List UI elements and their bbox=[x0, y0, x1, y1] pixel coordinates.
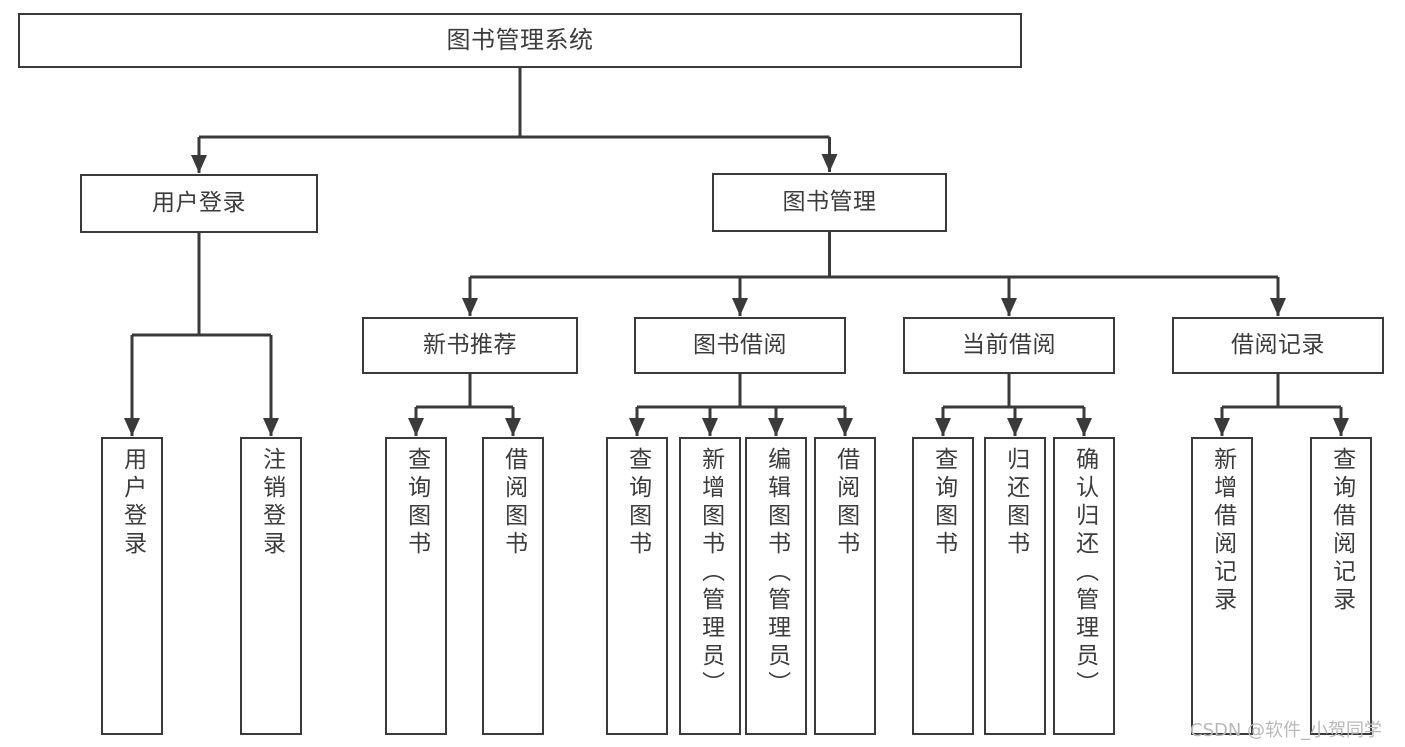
node-leaf_bor3[interactable]: 编辑图书（管理员） bbox=[745, 437, 807, 735]
node-label: 借阅图书 bbox=[500, 447, 527, 559]
node-newbooks[interactable]: 新书推荐 bbox=[362, 317, 578, 374]
node-label: 新书推荐 bbox=[423, 331, 517, 358]
node-label: 用户登录 bbox=[119, 447, 146, 559]
node-label: 注销登录 bbox=[258, 447, 285, 559]
node-label: 查询图书 bbox=[403, 447, 430, 559]
node-leaf_cur2[interactable]: 归还图书 bbox=[984, 437, 1046, 735]
node-leaf_new1[interactable]: 查询图书 bbox=[385, 437, 447, 735]
node-records[interactable]: 借阅记录 bbox=[1172, 317, 1384, 374]
node-label: 图书借阅 bbox=[693, 331, 787, 358]
node-label: 当前借阅 bbox=[962, 331, 1056, 358]
node-label: 归还图书 bbox=[1002, 447, 1029, 559]
node-leaf_bor1[interactable]: 查询图书 bbox=[606, 437, 668, 735]
node-login[interactable]: 用户登录 bbox=[80, 174, 318, 233]
node-bookmgmt[interactable]: 图书管理 bbox=[712, 173, 947, 232]
watermark: CSDN @软件_小贺同学 bbox=[1190, 720, 1383, 741]
node-label: 查询借阅记录 bbox=[1328, 447, 1355, 615]
node-leaf_rec1[interactable]: 新增借阅记录 bbox=[1191, 437, 1253, 735]
node-leaf_bor4[interactable]: 借阅图书 bbox=[814, 437, 876, 735]
node-label: 查询图书 bbox=[930, 447, 957, 559]
node-label: 借阅记录 bbox=[1231, 331, 1325, 358]
node-label: 查询图书 bbox=[624, 447, 651, 559]
node-label: 图书管理 bbox=[782, 188, 877, 215]
node-leaf_login1[interactable]: 用户登录 bbox=[101, 437, 163, 735]
node-leaf_rec2[interactable]: 查询借阅记录 bbox=[1310, 437, 1372, 735]
node-current[interactable]: 当前借阅 bbox=[903, 317, 1115, 374]
node-leaf_cur1[interactable]: 查询图书 bbox=[912, 437, 974, 735]
node-label: 用户登录 bbox=[152, 189, 246, 216]
node-label: 编辑图书（管理员） bbox=[763, 447, 790, 699]
node-label: 新增借阅记录 bbox=[1209, 447, 1236, 615]
node-label: 图书管理系统 bbox=[446, 26, 594, 55]
node-leaf_bor2[interactable]: 新增图书（管理员） bbox=[679, 437, 741, 735]
node-leaf_new2[interactable]: 借阅图书 bbox=[482, 437, 544, 735]
node-root[interactable]: 图书管理系统 bbox=[18, 13, 1022, 68]
node-borrow[interactable]: 图书借阅 bbox=[634, 317, 846, 374]
node-label: 确认归还（管理员） bbox=[1071, 447, 1098, 699]
node-leaf_login2[interactable]: 注销登录 bbox=[240, 437, 302, 735]
node-leaf_cur3[interactable]: 确认归还（管理员） bbox=[1053, 437, 1115, 735]
node-label: 新增图书（管理员） bbox=[697, 447, 724, 699]
node-label: 借阅图书 bbox=[832, 447, 859, 559]
